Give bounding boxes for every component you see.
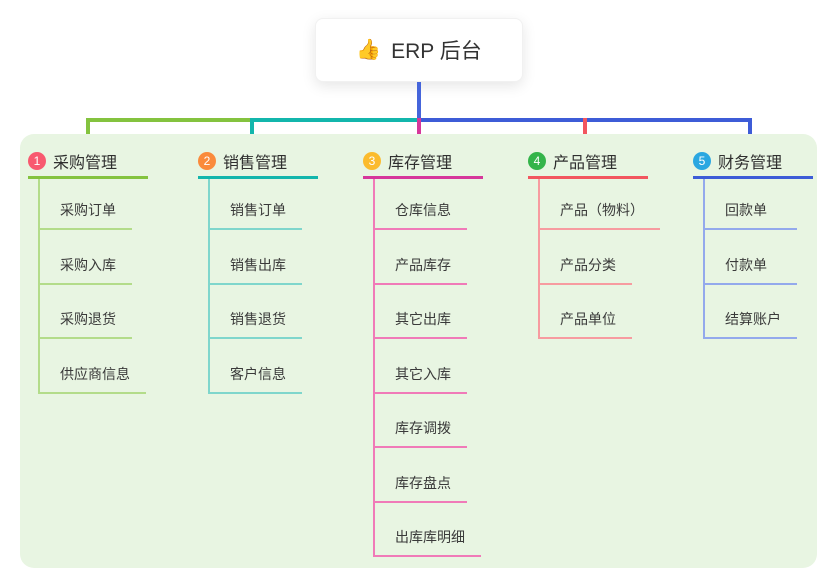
branch-1-items: 采购订单采购入库采购退货供应商信息: [38, 179, 148, 394]
item-label: 产品库存: [395, 256, 451, 273]
branch-column-1: 1 采购管理采购订单采购入库采购退货供应商信息: [28, 146, 148, 394]
branch-4-drop-line: [583, 118, 587, 144]
branch-item[interactable]: 产品分类: [540, 230, 632, 285]
mindmap-panel: [20, 134, 817, 568]
branch-column-3: 3 库存管理仓库信息产品库存其它出库其它入库库存调拨库存盘点出库库明细: [363, 146, 483, 557]
item-label: 采购订单: [60, 202, 116, 218]
branch-item[interactable]: 出库库明细: [375, 503, 481, 557]
branch-item[interactable]: 销售订单: [210, 179, 302, 230]
item-label: 结算账户: [725, 311, 781, 327]
branch-badge-4: 4: [528, 152, 546, 170]
branch-badge-5: 5: [693, 152, 711, 170]
branch-header-2[interactable]: 2 销售管理: [198, 146, 318, 179]
item-label: 产品单位: [560, 311, 616, 327]
root-node-label: ERP 后台: [391, 40, 482, 63]
branch-item[interactable]: 其它出库: [375, 285, 467, 339]
branch-item[interactable]: 产品单位: [540, 285, 632, 339]
item-label: 付款单: [725, 256, 767, 273]
branch-item[interactable]: 库存调拨: [375, 394, 467, 448]
item-label: 其它入库: [395, 365, 451, 382]
branch-3-drop-line: [417, 118, 421, 144]
root-drop-line: [417, 82, 421, 118]
branch-item[interactable]: 采购入库: [40, 230, 132, 285]
branch-header-1[interactable]: 1 采购管理: [28, 146, 148, 179]
item-label: 仓库信息: [395, 202, 451, 218]
branch-item[interactable]: 销售出库: [210, 230, 302, 285]
branch-4-items: 产品（物料） 产品分类产品单位: [538, 179, 660, 339]
branch-header-4[interactable]: 4 产品管理: [528, 146, 648, 179]
branch-item[interactable]: 其它入库: [375, 339, 467, 394]
item-label: 采购入库: [60, 256, 116, 273]
branch-column-5: 5 财务管理回款单付款单结算账户: [693, 146, 813, 339]
branch-1-drop-line: [86, 118, 90, 144]
item-label: 产品（物料）: [560, 202, 644, 218]
rail-left-green: [86, 118, 254, 122]
branch-column-4: 4 产品管理产品（物料） 产品分类产品单位: [528, 146, 660, 339]
branch-5-items: 回款单付款单结算账户: [703, 179, 813, 339]
branch-label: 财务管理: [718, 155, 783, 172]
item-label: 销售订单: [230, 202, 286, 218]
branch-item[interactable]: 采购退货: [40, 285, 132, 339]
branch-badge-2: 2: [198, 152, 216, 170]
branch-2-items: 销售订单销售出库销售退货客户信息: [208, 179, 318, 394]
thumbs-up-icon: 👍: [356, 39, 382, 61]
item-label: 其它出库: [395, 311, 451, 327]
item-label: 客户信息: [230, 365, 286, 382]
branch-column-2: 2 销售管理销售订单销售出库销售退货客户信息: [198, 146, 318, 394]
branch-header-5[interactable]: 5 财务管理: [693, 146, 813, 179]
branch-item[interactable]: 产品（物料）: [540, 179, 660, 230]
branch-label: 产品管理: [553, 155, 618, 172]
branch-2-drop-line: [250, 118, 254, 144]
branch-header-3[interactable]: 3 库存管理: [363, 146, 483, 179]
rail-mid-teal: [250, 118, 419, 122]
item-label: 出库库明细: [395, 529, 465, 545]
branch-item[interactable]: 供应商信息: [40, 339, 146, 394]
branch-item[interactable]: 结算账户: [705, 285, 797, 339]
branch-item[interactable]: 产品库存: [375, 230, 467, 285]
branch-item[interactable]: 客户信息: [210, 339, 302, 394]
branch-label: 库存管理: [388, 155, 453, 172]
item-label: 供应商信息: [60, 365, 130, 382]
item-label: 库存调拨: [395, 420, 451, 436]
branch-badge-1: 1: [28, 152, 46, 170]
item-label: 库存盘点: [395, 474, 451, 491]
item-label: 回款单: [725, 202, 767, 218]
root-node-erp[interactable]: 👍 ERP 后台: [315, 18, 523, 82]
branch-item[interactable]: 采购订单: [40, 179, 132, 230]
branch-5-drop-line: [748, 118, 752, 144]
branch-3-items: 仓库信息产品库存其它出库其它入库库存调拨库存盘点出库库明细: [373, 179, 483, 557]
item-label: 采购退货: [60, 311, 116, 327]
branch-label: 采购管理: [53, 155, 118, 172]
branch-item[interactable]: 回款单: [705, 179, 797, 230]
branch-item[interactable]: 仓库信息: [375, 179, 467, 230]
item-label: 销售退货: [230, 311, 286, 327]
branch-badge-3: 3: [363, 152, 381, 170]
branch-label: 销售管理: [223, 155, 288, 172]
branch-item[interactable]: 销售退货: [210, 285, 302, 339]
branch-item[interactable]: 库存盘点: [375, 448, 467, 503]
item-label: 销售出库: [230, 256, 286, 273]
item-label: 产品分类: [560, 256, 616, 273]
branch-item[interactable]: 付款单: [705, 230, 797, 285]
